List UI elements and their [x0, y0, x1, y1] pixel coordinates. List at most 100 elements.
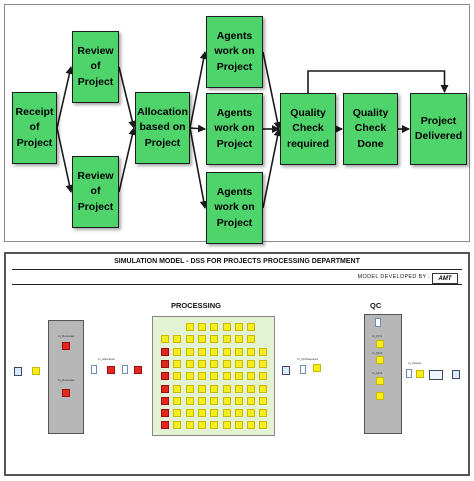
monitor-icon [452, 370, 460, 379]
entity-yellow [210, 396, 219, 405]
entity-red [62, 342, 70, 350]
entity-yellow [376, 377, 384, 385]
entity-yellow [247, 384, 256, 393]
entity-red [107, 366, 115, 374]
entity-yellow [210, 372, 219, 381]
entity-yellow [222, 396, 231, 405]
entity-yellow [197, 335, 206, 344]
simulation-model-panel: SIMULATION MODEL - DSS FOR PROJECTS PROC… [4, 252, 470, 476]
entity-yellow [185, 384, 194, 393]
entity-yellow [416, 370, 424, 378]
node-delivered: Project Delivered [410, 93, 467, 165]
node-agents2: Agents work on Project [206, 93, 263, 165]
entity-red [161, 347, 169, 356]
node-allocation: Allocation based on Project [135, 92, 190, 164]
entity-yellow [376, 340, 384, 348]
review-label-2: In_Reviewer [58, 378, 75, 382]
edge-review2-to-allocation [118, 127, 137, 193]
entity-yellow [234, 372, 243, 381]
entity-yellow [185, 372, 194, 381]
qc-label-2: In_QC2 [372, 351, 383, 355]
entity-yellow [197, 372, 206, 381]
entity-yellow [376, 356, 384, 364]
entity-red [161, 359, 169, 368]
entity-yellow [247, 359, 256, 368]
entity-yellow [197, 359, 206, 368]
node-qc-required: Quality Check required [280, 93, 336, 165]
edge-allocation-to-agents3 [189, 127, 208, 209]
entity-yellow [161, 335, 169, 344]
entity-yellow [247, 323, 256, 331]
entity-yellow [210, 421, 219, 430]
edge-receipt-to-review2 [56, 127, 74, 193]
document-icon [375, 318, 381, 327]
entity-yellow [222, 421, 231, 430]
entity-yellow [185, 396, 194, 405]
entity-yellow [197, 421, 206, 430]
processing-panel [152, 316, 275, 436]
entity-yellow [210, 323, 219, 331]
entity-yellow [197, 384, 206, 393]
title-divider [12, 269, 462, 270]
entity-yellow [173, 359, 182, 368]
qc-label-1: In_QC1 [372, 334, 383, 338]
entity-yellow [197, 347, 206, 356]
review-panel [48, 320, 84, 434]
entity-yellow [32, 367, 40, 375]
allocation-label: In_Allocation [98, 357, 116, 361]
entity-yellow [210, 347, 219, 356]
document-icon [300, 365, 306, 374]
entity-yellow [210, 359, 219, 368]
entity-yellow [185, 347, 194, 356]
entity-yellow [173, 421, 182, 430]
node-qc-done: Quality Check Done [343, 93, 398, 165]
document-icon [406, 369, 412, 378]
entity-yellow [247, 421, 256, 430]
entity-yellow [247, 409, 256, 418]
entity-red [161, 421, 169, 430]
sink-icon [429, 370, 443, 380]
entity-yellow [173, 384, 182, 393]
entity-yellow [222, 335, 231, 344]
entity-yellow [234, 335, 243, 344]
entity-red [62, 389, 70, 397]
entity-yellow [222, 323, 231, 331]
entity-yellow [259, 359, 268, 368]
qc-panel [364, 314, 402, 434]
entity-yellow [210, 409, 219, 418]
simulation-title: SIMULATION MODEL - DSS FOR PROJECTS PROC… [114, 258, 360, 265]
qc-required-label: In_QCRequired [297, 357, 318, 361]
entity-yellow [185, 421, 194, 430]
entity-yellow [173, 335, 182, 344]
entity-yellow [185, 409, 194, 418]
entity-yellow [247, 335, 256, 344]
entity-yellow [222, 409, 231, 418]
edge-allocation-to-agents2 [189, 124, 206, 133]
review-label-1: In_Reviewer [58, 334, 75, 338]
entity-red [161, 384, 169, 393]
node-receipt: Receipt of Project [12, 92, 57, 164]
entity-yellow [197, 409, 206, 418]
document-icon [122, 365, 128, 374]
entity-red [134, 366, 142, 374]
node-review2: Review of Project [72, 156, 119, 228]
edge-agents3-to-qc-required [262, 128, 282, 209]
entity-yellow [234, 384, 243, 393]
entity-yellow [234, 347, 243, 356]
edge-allocation-to-agents1 [189, 51, 208, 129]
edge-receipt-to-review1 [56, 66, 74, 129]
header-divider [12, 284, 462, 285]
entity-red [161, 372, 169, 381]
entity-yellow [197, 396, 206, 405]
entity-yellow [210, 335, 219, 344]
entity-yellow [222, 359, 231, 368]
developer-logo: AMT [432, 273, 458, 284]
entity-yellow [173, 372, 182, 381]
qc-label-3: In_QC3 [372, 371, 383, 375]
developed-by-label: MODEL DEVELOPED BY : [357, 274, 430, 280]
entity-yellow [222, 384, 231, 393]
entity-yellow [259, 421, 268, 430]
entity-yellow [247, 372, 256, 381]
edge-qc-required-to-delivered [307, 70, 449, 93]
edge-agents1-to-qc-required [262, 51, 282, 130]
